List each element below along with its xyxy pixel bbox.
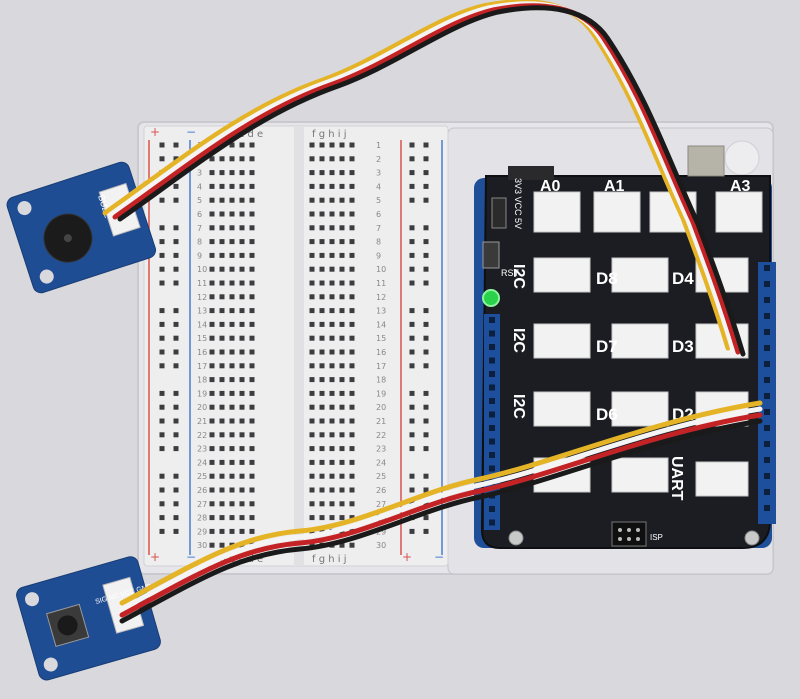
- row-number-right: 8: [376, 238, 381, 247]
- isp-label: ISP: [650, 533, 663, 542]
- row-number-left: 5: [197, 196, 202, 205]
- port-label-a1: A1: [604, 178, 625, 195]
- row-number-right: 25: [376, 472, 386, 481]
- row-number-left: 19: [197, 389, 207, 398]
- grove-cable-button: [119, 400, 763, 624]
- row-number-left: 11: [197, 279, 207, 288]
- row-number-left: 18: [197, 376, 207, 385]
- row-number-right: 18: [376, 376, 386, 385]
- row-number-left: 16: [197, 348, 207, 357]
- row-number-left: 7: [197, 224, 202, 233]
- usb-connector: [687, 145, 725, 177]
- row-number-right: 6: [376, 210, 381, 219]
- column-letters-right-bottom: f g h i j: [312, 554, 346, 565]
- mount-screw-2: [744, 530, 760, 546]
- port-label-i2c-3: I2C: [510, 394, 527, 419]
- reset-button[interactable]: [482, 241, 500, 269]
- port-label-uart: UART: [668, 456, 685, 501]
- row-number-left: 30: [197, 541, 207, 550]
- row-number-right: 7: [376, 224, 381, 233]
- reset-label: RST: [501, 268, 520, 278]
- row-number-left: 25: [197, 472, 207, 481]
- row-number-left: 27: [197, 500, 207, 509]
- row-number-left: 3: [197, 169, 202, 178]
- row-number-left: 20: [197, 403, 207, 412]
- breadboard: a b c d e f g h i j a b c d e f g h i j …: [143, 125, 449, 567]
- row-number-left: 6: [197, 210, 202, 219]
- row-number-left: 12: [197, 293, 207, 302]
- row-number-right: 10: [376, 265, 386, 274]
- port-label-i2c-2: I2C: [510, 328, 527, 353]
- row-number-right: 3: [376, 169, 381, 178]
- row-number-right: 12: [376, 293, 386, 302]
- row-number-left: 10: [197, 265, 207, 274]
- voltage-switch[interactable]: [491, 197, 507, 229]
- row-number-left: 29: [197, 527, 207, 536]
- row-number-left: 22: [197, 431, 207, 440]
- mount-hole: [724, 140, 760, 176]
- row-number-right: 1: [376, 141, 381, 150]
- row-number-left: 15: [197, 334, 207, 343]
- row-number-right: 23: [376, 445, 386, 454]
- row-number-right: 17: [376, 362, 386, 371]
- row-number-right: 21: [376, 417, 386, 426]
- analog-ports: [533, 191, 763, 233]
- row-number-right: 20: [376, 403, 386, 412]
- row-number-left: 28: [197, 514, 207, 523]
- grove-buzzer-module: [6, 161, 157, 294]
- power-led: [482, 289, 500, 307]
- port-label-d4: D4: [672, 269, 694, 288]
- row-number-right: 15: [376, 334, 386, 343]
- isp-header: [611, 521, 647, 547]
- grove-button-module: [16, 556, 161, 681]
- row-number-right: 5: [376, 196, 381, 205]
- row-number-right: 14: [376, 320, 386, 329]
- port-label-a0: A0: [540, 178, 561, 195]
- row-number-right: 27: [376, 500, 386, 509]
- port-label-d7: D7: [596, 337, 618, 356]
- rail-minus-label: −: [186, 125, 196, 139]
- row-number-left: 13: [197, 307, 207, 316]
- rail-minus-label-bottom: −: [186, 550, 196, 564]
- rail-plus-label-bottom: +: [150, 550, 160, 564]
- port-label-d8: D8: [596, 269, 618, 288]
- row-number-right: 9: [376, 251, 381, 260]
- mount-screw: [508, 530, 524, 546]
- row-number-right: 30: [376, 541, 386, 550]
- row-number-right: 29: [376, 527, 386, 536]
- row-number-left: 24: [197, 458, 207, 467]
- row-number-left: 8: [197, 238, 202, 247]
- power-jack: [508, 166, 554, 180]
- grove-cable-buzzer: [102, 0, 746, 357]
- row-number-right: 4: [376, 182, 381, 191]
- row-number-left: 26: [197, 486, 207, 495]
- row-number-left: 4: [197, 182, 202, 191]
- row-number-left: 9: [197, 251, 202, 260]
- row-number-left: 14: [197, 320, 207, 329]
- row-number-left: 17: [197, 362, 207, 371]
- rail-plus-label-right: +: [402, 550, 412, 564]
- port-label-a3: A3: [730, 178, 751, 195]
- port-label-i2c-1: I2C: [510, 264, 527, 289]
- column-letters-right: f g h i j: [312, 129, 346, 140]
- row-number-left: 23: [197, 445, 207, 454]
- port-label-d3: D3: [672, 337, 694, 356]
- port-label-d6: D6: [596, 405, 618, 424]
- row-number-right: 2: [376, 155, 381, 164]
- rail-minus-label-right: −: [434, 550, 444, 564]
- row-number-right: 16: [376, 348, 386, 357]
- breadboard-center-channel: [294, 126, 304, 566]
- row-number-right: 22: [376, 431, 386, 440]
- rail-plus-label: +: [150, 125, 160, 139]
- row-number-left: 21: [197, 417, 207, 426]
- voltage-switch-label: 3V3 VCC 5V: [513, 178, 523, 229]
- row-number-right: 19: [376, 389, 386, 398]
- row-number-right: 26: [376, 486, 386, 495]
- row-number-right: 24: [376, 458, 386, 467]
- row-number-right: 11: [376, 279, 386, 288]
- row-number-right: 13: [376, 307, 386, 316]
